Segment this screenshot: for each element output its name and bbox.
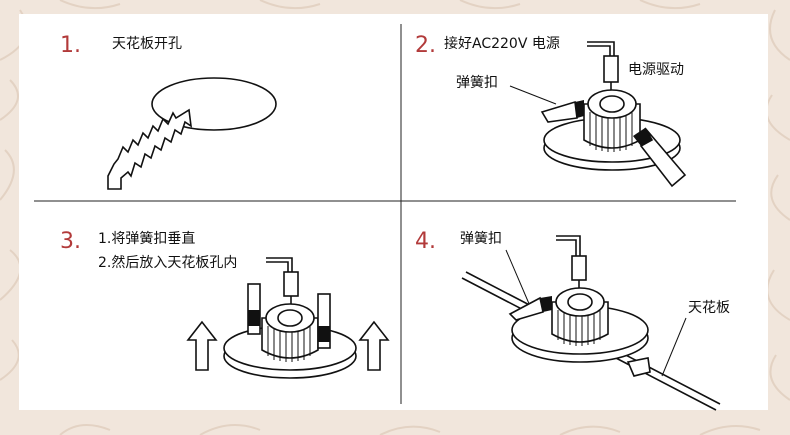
callout-power-driver: 电源驱动 bbox=[628, 62, 684, 78]
spring-clip-4 bbox=[508, 296, 544, 321]
step-1: 1. 天花板开孔 bbox=[60, 33, 277, 190]
power-driver-step3 bbox=[283, 271, 299, 297]
step-4: 4. 弹簧扣 天花板 bbox=[415, 229, 730, 411]
step-4-number: 4. bbox=[415, 229, 436, 254]
power-wire bbox=[587, 41, 615, 56]
spring-clip-left bbox=[247, 283, 261, 335]
downlight-step3 bbox=[223, 283, 357, 379]
jigsaw-saw bbox=[107, 108, 193, 190]
power-driver bbox=[603, 55, 619, 83]
downlight-step2 bbox=[540, 89, 687, 188]
step-3-number: 3. bbox=[60, 229, 81, 254]
step-1-label: 天花板开孔 bbox=[112, 36, 182, 52]
callout-spring-clip: 弹簧扣 bbox=[456, 75, 498, 91]
step-3: 3. 1.将弹簧扣垂直 2.然后放入天花板孔内 bbox=[60, 229, 390, 379]
downlight-step4 bbox=[508, 287, 651, 377]
step-2-number: 2. bbox=[415, 33, 436, 58]
power-driver-step4 bbox=[571, 255, 587, 281]
arrow-up-right-icon bbox=[358, 320, 390, 371]
step-2-label: 接好AC220V 电源 bbox=[444, 35, 560, 52]
step-1-number: 1. bbox=[60, 33, 81, 58]
step-3-line-2: 2.然后放入天花板孔内 bbox=[98, 254, 237, 271]
callout-ceiling: 天花板 bbox=[688, 300, 730, 316]
arrow-up-left-icon bbox=[186, 320, 218, 371]
step-3-line-1: 1.将弹簧扣垂直 bbox=[98, 230, 195, 247]
callout-spring-clip-4: 弹簧扣 bbox=[460, 231, 502, 247]
step-2: 2. 接好AC220V 电源 电源驱动 弹簧扣 bbox=[415, 33, 687, 188]
